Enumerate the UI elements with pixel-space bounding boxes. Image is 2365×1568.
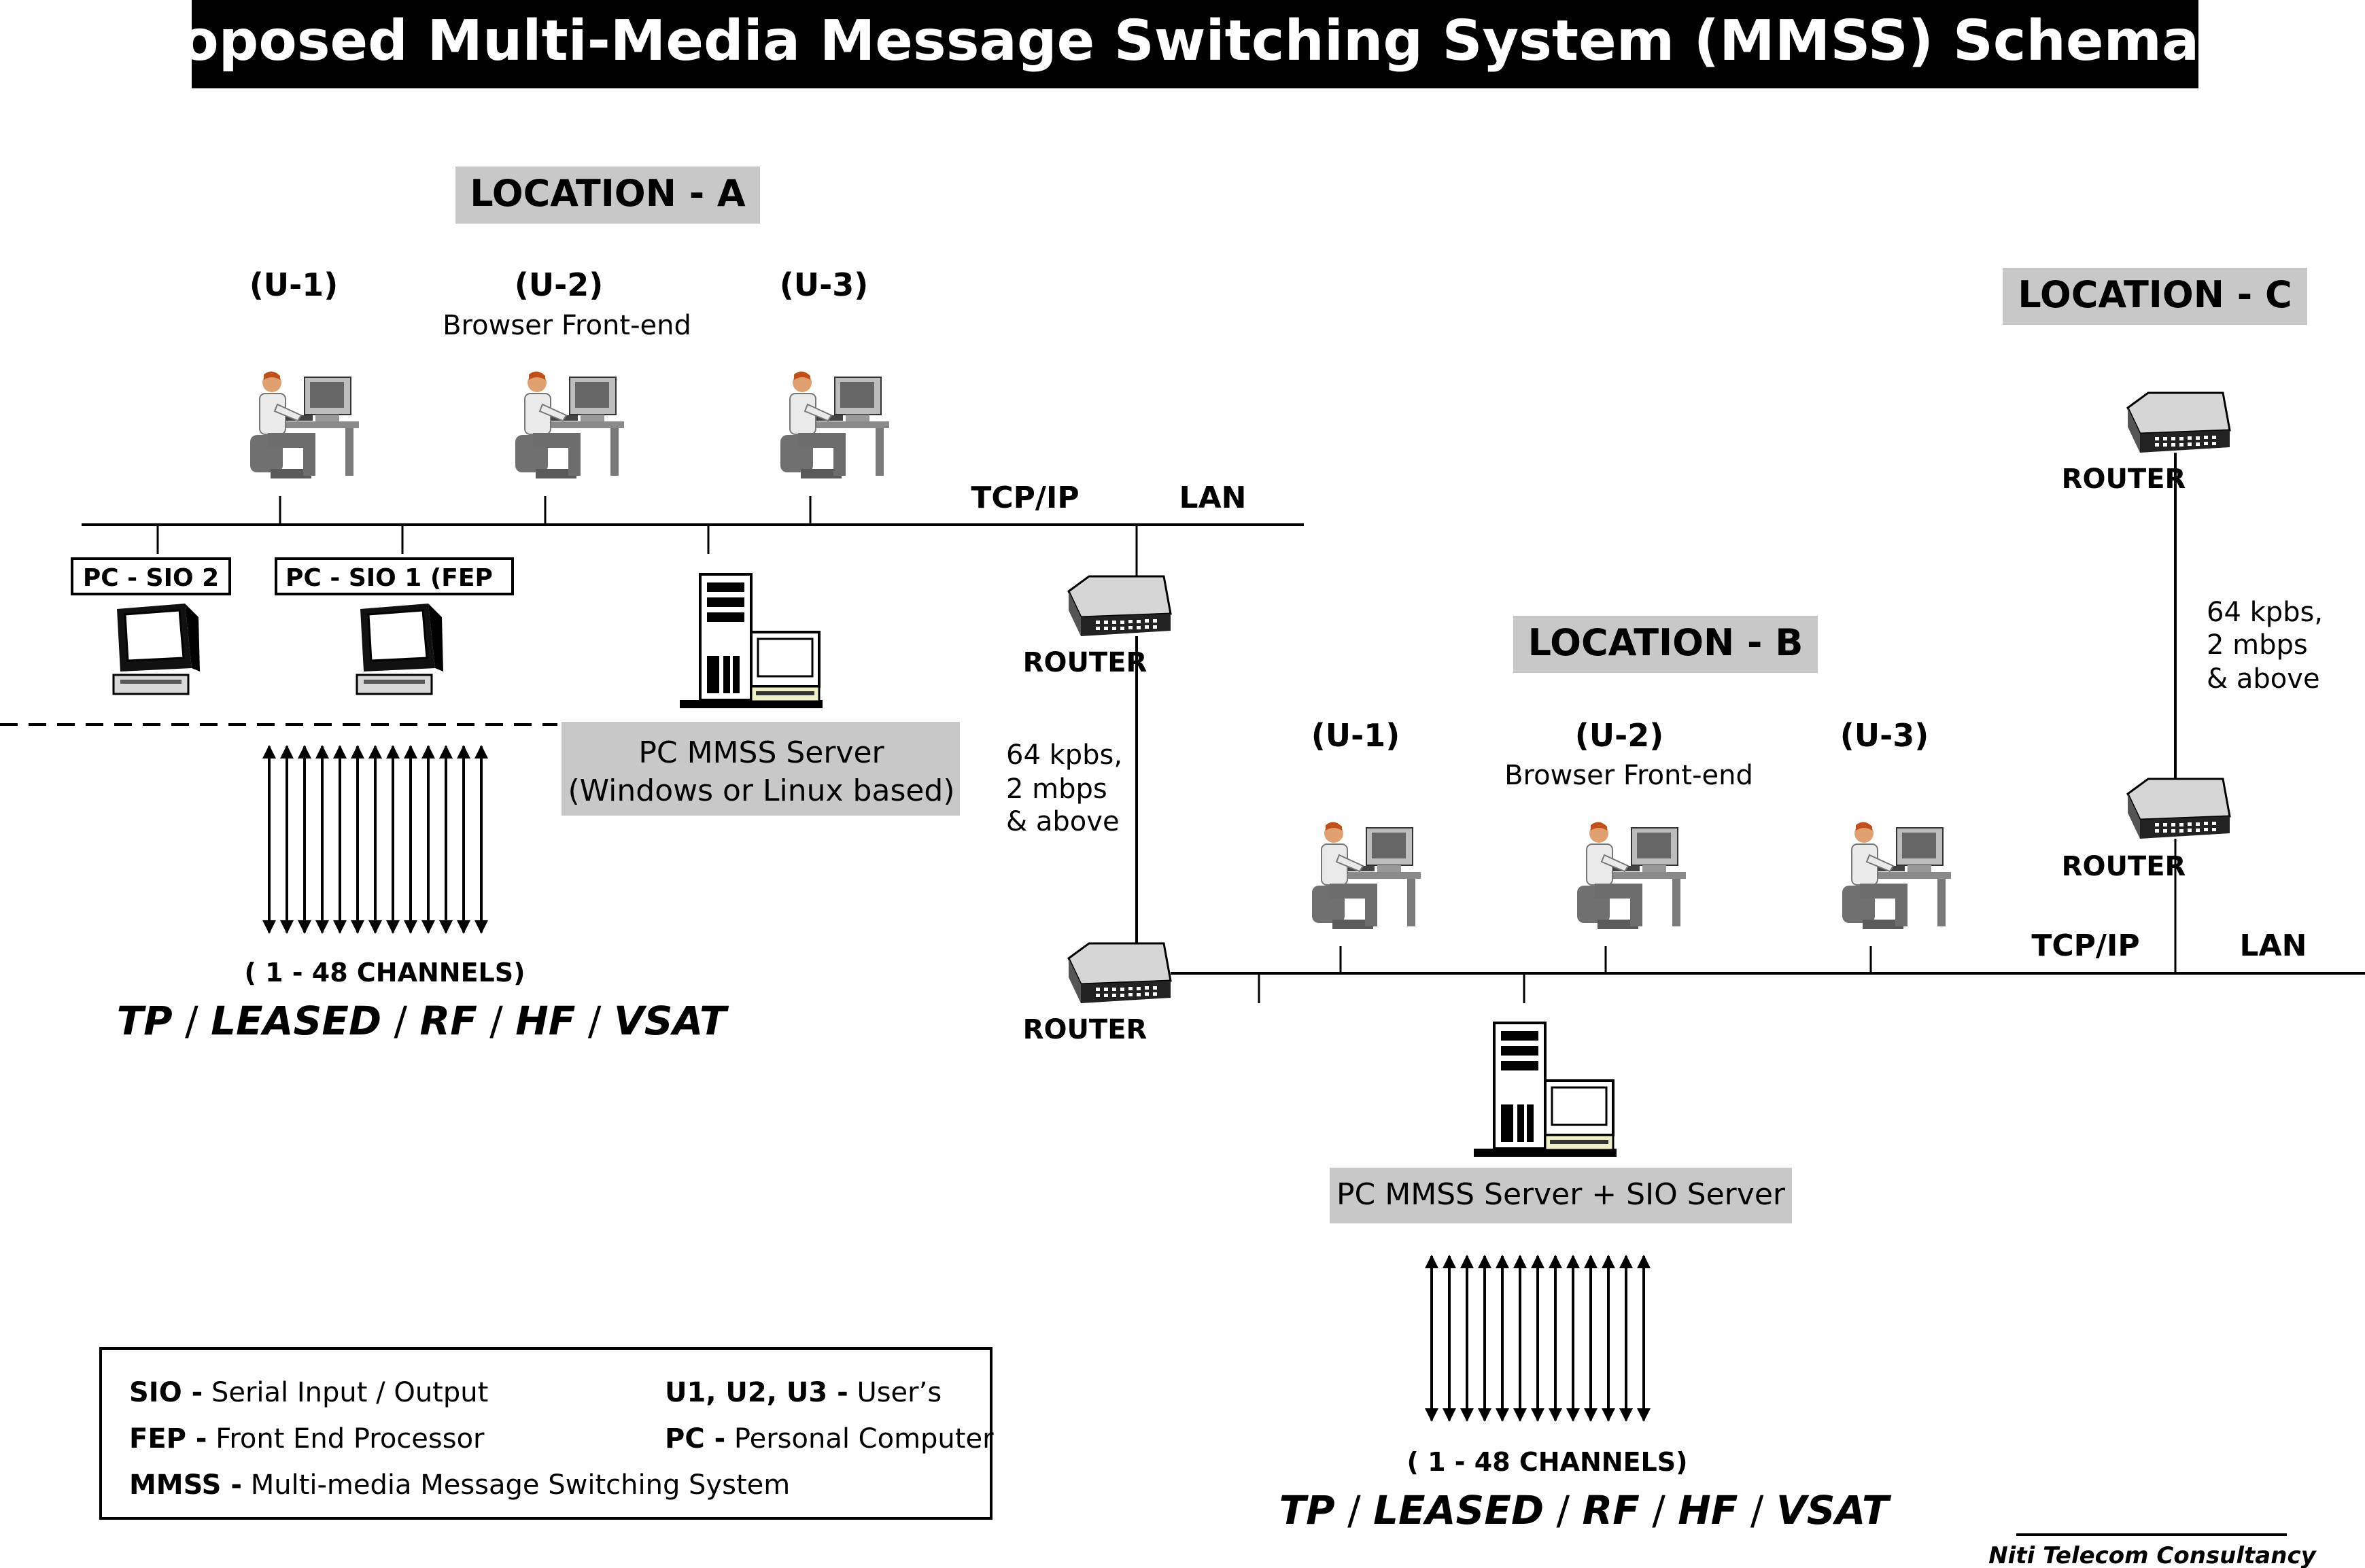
wan-ab-speed-line3: & above: [1006, 806, 1120, 837]
location-a-server-label-box: [562, 722, 960, 816]
wan-bc-speed-line3: & above: [2207, 663, 2320, 695]
location-b-channels-label: ( 1 - 48 CHANNELS): [1407, 1447, 1688, 1477]
router-a-icon: [1067, 575, 1172, 638]
router-d-label: ROUTER: [2062, 851, 2186, 882]
location-b-channel-arrows: [1425, 1255, 1651, 1422]
credit-text: Niti Telecom Consultancy: [1988, 1542, 2317, 1568]
page-title: Proposed Multi-Media Message Switching S…: [112, 9, 2278, 73]
location-b-network-label: LAN: [2240, 928, 2307, 963]
legend-item-pc: PC - Personal Computer: [665, 1423, 994, 1454]
location-a-label: LOCATION - A: [470, 172, 746, 215]
location-b-server-label: PC MMSS Server + SIO Server: [1336, 1177, 1786, 1212]
location-b-media-label: TP / LEASED / RF / HF / VSAT: [1279, 1487, 1892, 1533]
location-b-browser-label: Browser Front-end: [1504, 760, 1753, 791]
legend-box: [99, 1347, 992, 1520]
location-a-channels-label: ( 1 - 48 CHANNELS): [245, 958, 525, 988]
location-a-channel-arrows: [262, 745, 488, 934]
wan-ab-speed-line1: 64 kpbs,: [1006, 739, 1122, 771]
router-b-label: ROUTER: [1023, 1014, 1147, 1045]
location-a-user-2-workstation-icon: [515, 370, 625, 479]
pc-sio2-label: PC - SIO 2: [83, 564, 219, 592]
location-a-server-label-line1: PC MMSS Server: [638, 735, 884, 770]
location-b-user-3-label: (U-3): [1840, 717, 1929, 754]
legend-item-users: U1, U2, U3 - User’s: [665, 1377, 942, 1408]
location-b-label-box: [1513, 616, 1818, 673]
pc-sio2-terminal-icon: [112, 602, 201, 695]
router-c-icon: [2126, 391, 2231, 454]
wan-bc-speed-line1: 64 kpbs,: [2207, 597, 2323, 628]
router-d-icon: [2126, 778, 2231, 840]
legend-item-sio: SIO - Serial Input / Output: [129, 1377, 488, 1408]
wan-ab-speed-line2: 2 mbps: [1006, 773, 1107, 805]
router-b-icon: [1067, 942, 1172, 1005]
location-a-media-label: TP / LEASED / RF / HF / VSAT: [117, 998, 729, 1044]
pc-sio1-box: [275, 557, 514, 595]
location-b-user-1-workstation-icon: [1311, 821, 1421, 930]
pc-sio2-box: [71, 557, 231, 595]
location-b-protocol-label: TCP/IP: [2031, 928, 2139, 963]
location-b-server-icon: [1472, 1022, 1618, 1158]
location-a-browser-label: Browser Front-end: [443, 310, 691, 341]
location-b-user-2-label: (U-2): [1575, 717, 1664, 754]
location-b-user-3-workstation-icon: [1842, 821, 1952, 930]
location-c-label: LOCATION - C: [2018, 273, 2292, 316]
pc-sio1-terminal-icon: [356, 602, 445, 695]
legend-item-fep: FEP - Front End Processor: [129, 1423, 485, 1454]
location-a-user-1-workstation-icon: [249, 370, 360, 479]
location-a-user-3-label: (U-3): [780, 266, 869, 303]
router-a-label: ROUTER: [1023, 647, 1147, 678]
location-a-user-1-label: (U-1): [249, 266, 339, 303]
location-c-label-box: [2003, 268, 2307, 325]
location-a-protocol-label: TCP/IP: [971, 481, 1079, 515]
location-b-user-1-label: (U-1): [1311, 717, 1400, 754]
location-a-user-3-workstation-icon: [780, 370, 890, 479]
location-b-user-2-workstation-icon: [1576, 821, 1687, 930]
pc-sio1-label: PC - SIO 1 (FEP: [286, 564, 493, 592]
location-b-label: LOCATION - B: [1528, 621, 1803, 664]
location-a-label-box: [455, 167, 760, 224]
location-a-server-label-line2: (Windows or Linux based): [568, 773, 954, 808]
location-a-network-label: LAN: [1179, 481, 1247, 515]
wan-bc-speed-line2: 2 mbps: [2207, 629, 2308, 661]
location-b-server-label-box: [1330, 1168, 1792, 1223]
legend-item-mmss: MMSS - Multi-media Message Switching Sys…: [129, 1469, 790, 1501]
location-a-server-icon: [678, 573, 824, 710]
location-a-user-2-label: (U-2): [515, 266, 604, 303]
router-c-label: ROUTER: [2062, 464, 2186, 495]
title-banner: [192, 0, 2198, 88]
